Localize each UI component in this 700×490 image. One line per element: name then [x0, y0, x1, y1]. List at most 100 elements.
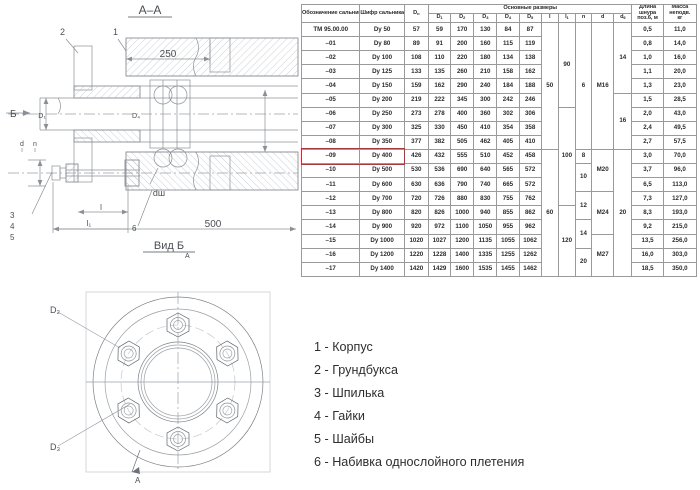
- cell-d5: 188: [518, 78, 542, 94]
- callout-2-label: 2: [60, 27, 65, 37]
- cell-d2: 690: [450, 163, 475, 179]
- cell-designation: –08: [300, 134, 361, 150]
- cell-mass: 96,0: [662, 163, 698, 179]
- dimension-l: [78, 209, 128, 215]
- cell-d1: 222: [427, 92, 452, 108]
- cell-d5: 410: [518, 134, 542, 150]
- cell-d: M16: [591, 22, 615, 150]
- dimension-D4: [262, 90, 268, 152]
- cell-n: 12: [574, 191, 593, 221]
- cell-dn: 159: [403, 78, 429, 94]
- cell-designation: –06: [300, 106, 361, 122]
- cell-dn: 920: [403, 219, 429, 235]
- technical-drawing-pane: A–A Вид Б 250 500 l l₁ d n dш D₁ D₄ D₂ D…: [0, 0, 300, 490]
- cell-mass: 215,0: [662, 219, 698, 235]
- specification-table: Обозначение сальника Шифр сальника Dн Ос…: [300, 3, 698, 277]
- cell-designation: –13: [300, 205, 361, 221]
- th-d2: D2: [450, 13, 475, 24]
- cell-d2: 555: [450, 148, 475, 165]
- cell-d3: 462: [473, 134, 498, 150]
- cell-designation: –07: [300, 120, 361, 136]
- cell-d4: 1455: [496, 261, 520, 277]
- legend-item: 6 - Набивка однослойного плетения: [314, 454, 525, 469]
- cell-code: Dy 125: [359, 64, 405, 80]
- cell-d2: 1400: [450, 247, 475, 263]
- callout-6-label: 6: [132, 224, 137, 233]
- cell-d3: 510: [473, 148, 498, 165]
- section-gland-bush: [73, 45, 141, 183]
- cell-code: Dy 1400: [359, 261, 405, 277]
- dim-dsh-label: dш: [153, 188, 165, 198]
- cell-d3: 1335: [473, 247, 498, 263]
- cell-mass: 113,0: [662, 177, 698, 193]
- cell-code: Dy 350: [359, 134, 405, 150]
- cell-d3: 130: [473, 22, 498, 38]
- cell-mass: 43,0: [662, 106, 698, 122]
- cell-d1: 162: [427, 78, 452, 94]
- cell-dn: 1020: [403, 233, 429, 249]
- cell-dn: 720: [403, 191, 429, 207]
- parts-legend: 1 - Корпус 2 - Грундбукса 3 - Шпилька 4 …: [314, 336, 694, 473]
- section-shaft: [39, 97, 298, 131]
- cell-cord-length: 1,0: [631, 50, 664, 66]
- cell-cord-length: 8,3: [631, 205, 664, 221]
- cell-d5: 458: [518, 148, 542, 165]
- cell-designation: –03: [300, 64, 361, 80]
- cell-designation: –04: [300, 78, 361, 94]
- dimension-250: [125, 40, 211, 64]
- cell-mass: 303,0: [662, 247, 698, 263]
- cell-mass: 49,5: [662, 120, 698, 136]
- cell-d4: 755: [496, 191, 520, 207]
- cell-mass: 23,0: [662, 78, 698, 94]
- cell-d5: 1462: [518, 261, 542, 277]
- callout-1-label: 1: [113, 27, 118, 37]
- callout-leaders: [31, 38, 159, 227]
- cell-code: Dy 300: [359, 120, 405, 136]
- cell-d: M20: [591, 148, 615, 193]
- cell-mass: 70,0: [662, 148, 698, 165]
- specification-table-pane: Обозначение сальника Шифр сальника Dн Ос…: [300, 3, 698, 277]
- cell-mass: 20,0: [662, 64, 698, 80]
- cell-cord-length: 3,0: [631, 148, 664, 165]
- dim-d-label: d: [20, 141, 24, 148]
- cell-d1: 278: [427, 106, 452, 122]
- th-designation: Обозначение сальника: [300, 3, 361, 24]
- cell-cord-length: 0,5: [631, 22, 664, 38]
- cell-d4: 354: [496, 120, 520, 136]
- cell-d2: 450: [450, 120, 475, 136]
- cell-cord-length: 1,1: [631, 64, 664, 80]
- cell-d3: 640: [473, 163, 498, 179]
- table-head: Обозначение сальника Шифр сальника Dн Ос…: [300, 3, 698, 24]
- cell-d1: 726: [427, 191, 452, 207]
- cell-code: Dy 400: [359, 148, 405, 165]
- cell-designation: ТМ 95.00.00: [300, 22, 361, 38]
- cell-d1: 826: [427, 205, 452, 221]
- cell-d3: 210: [473, 64, 498, 80]
- dim-D1-label: D₁: [38, 113, 46, 120]
- cell-d5: 962: [518, 219, 542, 235]
- cell-code: Dy 500: [359, 163, 405, 179]
- cell-d4: 565: [496, 163, 520, 179]
- cell-designation: –14: [300, 219, 361, 235]
- cell-code: Dy 150: [359, 78, 405, 94]
